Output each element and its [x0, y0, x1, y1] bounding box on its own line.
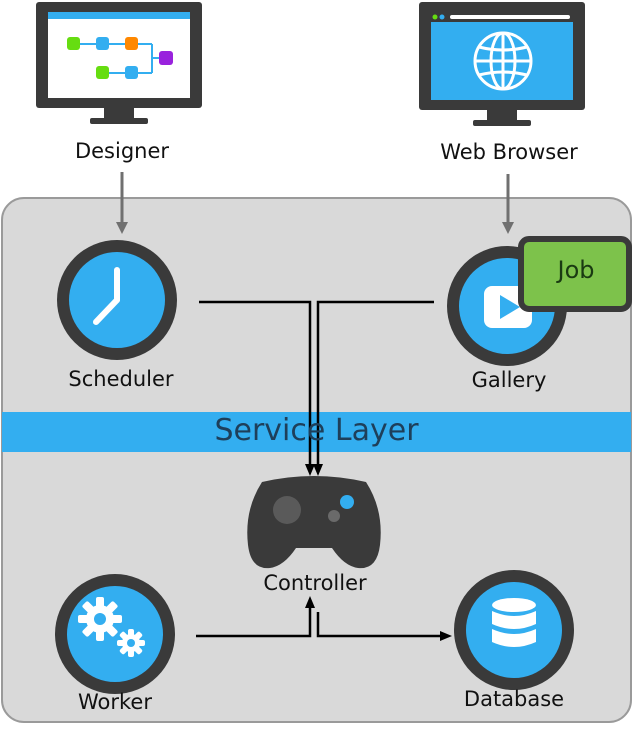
arrowhead-left — [305, 464, 315, 476]
designer-to-scheduler-arrow — [116, 172, 128, 234]
browser-to-gallery-arrow — [502, 174, 514, 234]
gamepad-icon — [247, 476, 381, 569]
scheduler-label: Scheduler — [68, 367, 174, 391]
controller-label: Controller — [263, 571, 367, 595]
gears-icon — [55, 574, 175, 694]
arrowhead-database — [440, 631, 452, 641]
arrowhead-right — [313, 464, 323, 476]
database-label: Database — [463, 687, 565, 711]
job-label: Job — [557, 256, 595, 284]
service-layer-band — [2, 412, 631, 452]
clock-icon — [57, 240, 177, 360]
arrowhead-up — [305, 596, 315, 608]
gallery-label: Gallery — [471, 368, 547, 392]
worker-controller-database-connector — [196, 608, 440, 638]
scheduler-gallery-to-controller-connector — [199, 300, 434, 466]
service-layer-label: Service Layer — [214, 413, 419, 448]
database-icon — [454, 570, 574, 690]
globe-icon — [473, 31, 533, 91]
designer-monitor-icon — [36, 2, 202, 124]
web-browser-label: Web Browser — [440, 140, 578, 164]
designer-label: Designer — [74, 139, 170, 163]
web-browser-monitor-icon — [419, 2, 585, 126]
job-badge — [518, 236, 632, 312]
worker-label: Worker — [78, 690, 152, 714]
